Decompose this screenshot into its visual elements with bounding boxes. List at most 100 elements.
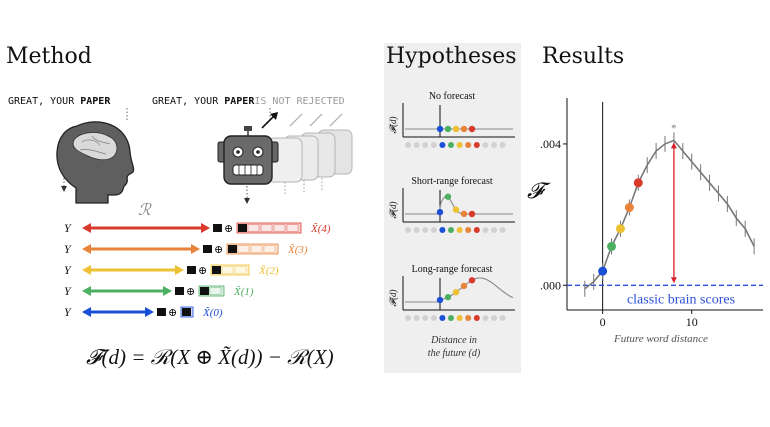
results-y-tick-label: .004 (540, 137, 561, 151)
row-future-box (221, 266, 234, 274)
row-arrowhead-right (175, 265, 184, 275)
results-series: classic brain scores * (567, 122, 763, 307)
results-xlabel: Future word distance (613, 333, 708, 345)
hyp-strip-dot (482, 227, 489, 233)
hyp-curve-dot (452, 206, 460, 213)
brain-head-icon (56, 121, 135, 204)
hyp-strip-dot (473, 315, 480, 321)
row-oplus: ⊕ (198, 265, 207, 277)
results-highlight-point (598, 266, 608, 276)
hypotheses-title: Hypotheses (386, 44, 517, 69)
hyp-curve-dot (436, 296, 444, 304)
hyp-curve-dot (460, 210, 468, 218)
hyp-xcaption-1: Distance in (430, 335, 477, 346)
method-rows: Y⊕X̃(4)Y⊕X̃(3)Y⊕X̃(2)Y⊕X̃(1)Y⊕X̃(0) (64, 221, 331, 319)
hyp-strip-dot (465, 227, 472, 233)
results-baseline-label: classic brain scores (627, 292, 735, 307)
hyp-strip-dot (465, 142, 472, 148)
row-y-label: Y (64, 242, 72, 256)
ghost-forward-arrows (289, 113, 343, 127)
row-oplus: ⊕ (214, 244, 223, 256)
hyp-strip-dot (430, 227, 437, 233)
hyp-strip-dot (422, 142, 429, 148)
model-sentence: GREAT, YOUR PAPERIS NOT REJECTED (152, 96, 345, 107)
hyp-strip-dot (413, 142, 420, 148)
results-x-tick-label: 10 (686, 315, 698, 329)
row-x-label: X̃(1) (233, 285, 254, 298)
row-future-strip (198, 285, 225, 297)
row-oplus: ⊕ (168, 307, 177, 319)
hyp-strip-dot (482, 142, 489, 148)
row-current-word (212, 266, 221, 274)
row-future-box (247, 224, 260, 232)
hyp-strip-dot (405, 142, 411, 148)
hyp-strip-dot (439, 315, 446, 321)
robot-forward-arrowhead (270, 112, 278, 120)
results-highlight-point (615, 224, 625, 234)
hyp-y-axis-label: 𝓕(d) (388, 289, 398, 306)
hyp-strip-dot (491, 142, 497, 148)
results-highlight-point (607, 241, 617, 251)
row-y-label: Y (64, 284, 72, 298)
row-future-box (250, 245, 263, 253)
row-arrowhead-left (82, 244, 91, 254)
hyp-curve-dot (460, 125, 468, 133)
hyp-curve-dot (468, 125, 476, 133)
hyp-strip-dot (430, 315, 437, 321)
human-sentence-text: GREAT, YOUR (8, 96, 81, 107)
row-future-strip (236, 222, 302, 234)
hyp-strip-dot (482, 315, 489, 321)
hyp-strip-dot (473, 142, 480, 148)
hyp-curve-dot (444, 293, 452, 301)
results-y-tick-label: .000 (540, 278, 561, 292)
row-current-word (238, 224, 247, 232)
row-x-block (157, 308, 166, 316)
hyp-curve (405, 195, 513, 215)
row-x-block (187, 266, 196, 274)
robot-output-arrowhead (244, 198, 250, 204)
row-future-box (286, 224, 299, 232)
hyp-y-axis-label: 𝓕(d) (388, 201, 398, 218)
row-future-box (273, 224, 286, 232)
hyp-strip-dot (473, 227, 480, 233)
hyp-panel-label: No forecast (429, 91, 476, 102)
hyp-curve-dot (436, 208, 444, 216)
row-x-block (175, 287, 184, 295)
method-title: Method (6, 44, 92, 69)
row-arrowhead-right (145, 307, 154, 317)
hyp-strip-dot (456, 227, 463, 233)
row-current-word (228, 245, 237, 253)
hyp-strip-dot (430, 142, 437, 148)
results-x-tick-label: 0 (600, 315, 606, 329)
hyp-strip-dot (491, 227, 497, 233)
row-arrowhead-right (201, 223, 210, 233)
row-future-box (234, 266, 247, 274)
row-arrowhead-right (163, 286, 172, 296)
row-x-label: X̃(2) (258, 264, 279, 277)
row-y-label: Y (64, 305, 72, 319)
hyp-strip-dot (439, 142, 446, 148)
r-label: ℛ (138, 202, 152, 219)
hyp-strip-dot (465, 315, 472, 321)
results-peak-marker: * (671, 122, 677, 134)
hyp-strip-dot (499, 315, 506, 321)
hyp-panel-label: Short-range forecast (411, 176, 493, 187)
row-x-label: X̃(4) (310, 222, 331, 235)
method-diagram: ℛ Y⊕X̃(4)Y⊕X̃(3)Y⊕X̃(2)Y⊕X̃(1)Y⊕X̃(0) 𝓕(… (56, 108, 353, 369)
row-oplus: ⊕ (224, 223, 233, 235)
hyp-curve (405, 277, 514, 303)
hyp-strip-dot (405, 315, 411, 321)
row-y-label: Y (64, 263, 72, 277)
row-arrowhead-left (82, 307, 91, 317)
row-future-box (263, 245, 276, 253)
row-arrowhead-left (82, 286, 91, 296)
hyp-strip-dot (422, 227, 429, 233)
hyp-curve-dot (460, 282, 468, 290)
row-current-word (200, 287, 209, 295)
hyp-strip-dot (456, 315, 463, 321)
robot-icon (217, 126, 279, 185)
